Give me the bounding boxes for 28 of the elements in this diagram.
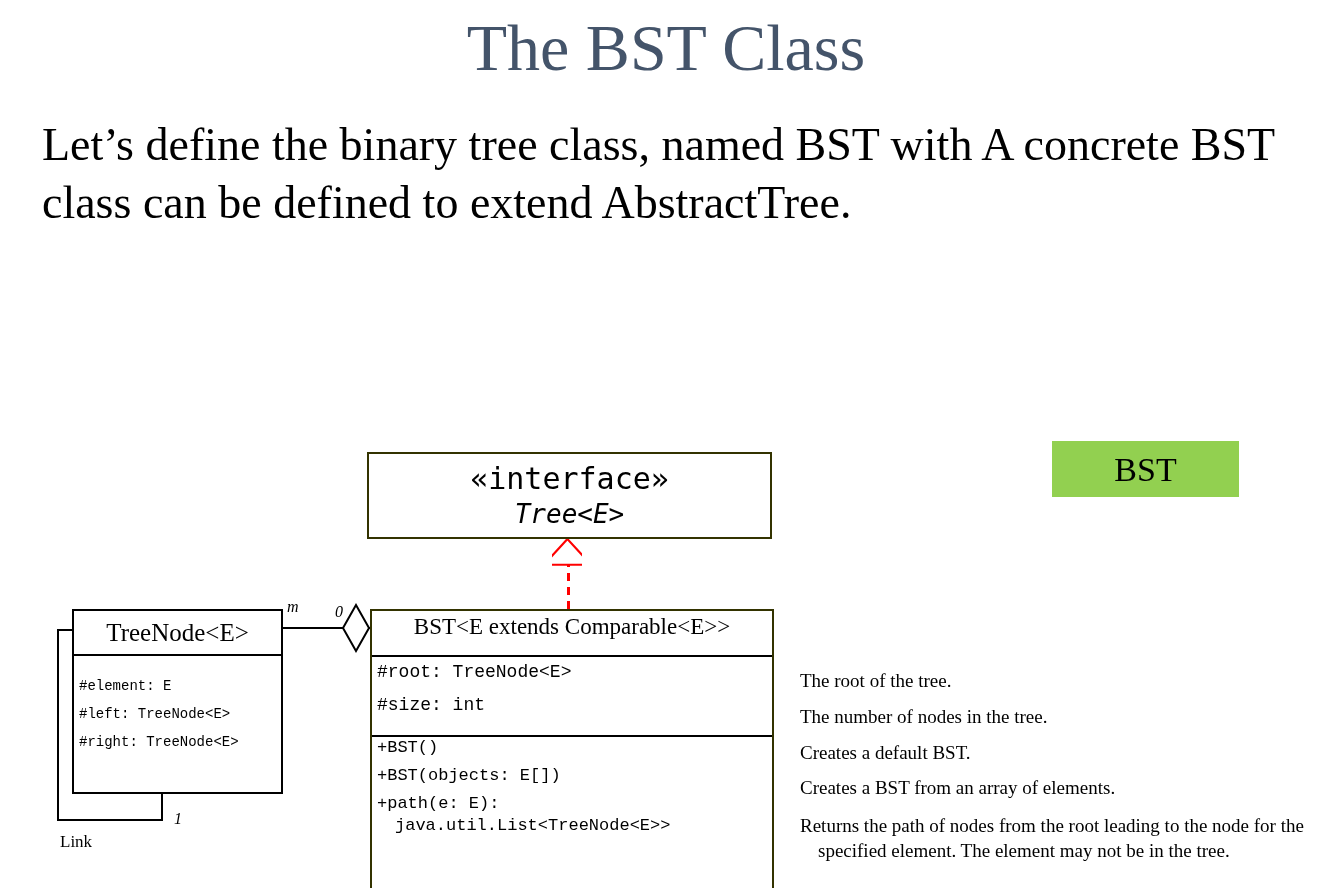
class-box <box>72 609 283 794</box>
field-text: #element: E <box>79 677 173 696</box>
method-text: +BST(objects: E[]) <box>377 765 562 787</box>
slide-title: The BST Class <box>466 10 866 86</box>
field-text: #right: TreeNode<E> <box>79 733 240 752</box>
interface-name: Tree<E> <box>514 497 625 531</box>
multiplicity-label: m <box>287 598 299 616</box>
class-name: BST<E extends Comparable<E>> <box>413 613 731 641</box>
method-text: +BST() <box>377 737 440 759</box>
multiplicity-label: 1 <box>174 810 182 828</box>
class-name: TreeNode<E> <box>106 617 249 648</box>
method-text: +path(e: E): java.util.List<TreeNode<E>> <box>377 793 672 837</box>
description-text: Creates a default BST. <box>800 741 972 765</box>
stereotype-text: «interface» <box>470 460 669 497</box>
description-text: Returns the path of nodes from the root leading to the node for the specified element. The element may not be in the tree. <box>800 814 1305 863</box>
field-text: #left: TreeNode<E> <box>79 705 232 724</box>
intro-paragraph: Let’s define the binary tree class, named BST with A concrete BST class can be defined to extend AbstractTree. <box>42 118 1276 230</box>
self-link-line <box>57 629 163 821</box>
multiplicity-label: 0 <box>335 603 343 621</box>
description-text: The root of the tree. <box>800 669 953 693</box>
field-text: #root: TreeNode<E> <box>377 661 573 684</box>
class-box <box>370 609 774 888</box>
tag-box: BST <box>1052 441 1239 497</box>
field-text: #size: int <box>377 694 487 717</box>
description-text: Creates a BST from an array of elements. <box>800 776 1117 800</box>
description-text: The number of nodes in the tree. <box>800 705 1049 729</box>
aggregation-line <box>282 604 371 652</box>
interface-box <box>367 452 772 539</box>
